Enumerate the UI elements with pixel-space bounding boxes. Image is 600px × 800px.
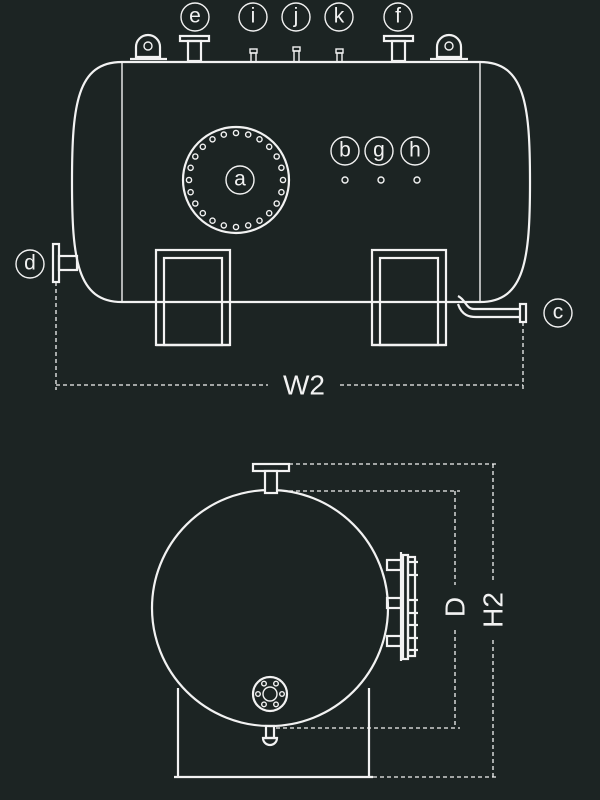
manway-bolt-hole bbox=[244, 131, 252, 138]
nozzle-k-coupling bbox=[335, 48, 344, 63]
d-label: D bbox=[440, 597, 471, 617]
manway-bolt-hole bbox=[199, 209, 207, 217]
manway-bolt-hole bbox=[278, 188, 285, 196]
svg-text:c: c bbox=[553, 301, 564, 324]
nozzle-j-coupling bbox=[292, 46, 301, 63]
port-h-dot bbox=[413, 176, 421, 184]
nozzle-f-flange bbox=[382, 34, 415, 63]
svg-text:a: a bbox=[234, 168, 246, 191]
manway-a bbox=[181, 125, 291, 235]
lifting-lug-right bbox=[435, 33, 463, 59]
end-view-top-nozzle bbox=[251, 462, 291, 495]
callout-b: b bbox=[330, 136, 360, 166]
manway-bolt-hole bbox=[232, 223, 240, 231]
end-view-bottom-flange bbox=[251, 675, 289, 713]
svg-text:i: i bbox=[251, 5, 256, 28]
flange-bolt-hole bbox=[254, 691, 261, 698]
manway-bolt-hole bbox=[185, 176, 193, 184]
nozzle-i-coupling bbox=[249, 48, 258, 63]
manway-bolt-hole bbox=[278, 164, 285, 172]
manway-bolt-hole bbox=[187, 164, 194, 172]
manway-bolt-hole bbox=[279, 176, 287, 184]
callout-h: h bbox=[400, 136, 430, 166]
manway-bolt-hole bbox=[244, 222, 252, 229]
callout-f: f bbox=[383, 2, 413, 32]
svg-text:g: g bbox=[373, 139, 385, 162]
svg-text:e: e bbox=[189, 5, 201, 28]
lifting-lug-left bbox=[134, 33, 162, 59]
h2-dimension: H2 bbox=[289, 463, 509, 778]
callout-g: g bbox=[364, 136, 394, 166]
manway-bolt-hole bbox=[273, 153, 281, 160]
manway-bolt-hole bbox=[265, 143, 273, 151]
nozzle-e-flange bbox=[178, 34, 211, 63]
manway-bolt-hole bbox=[256, 217, 263, 224]
end-view-drain-nozzle bbox=[261, 724, 279, 747]
end-view: D H2 bbox=[150, 462, 509, 779]
manway-bolt-hole bbox=[220, 131, 228, 138]
svg-text:j: j bbox=[293, 5, 299, 28]
callout-i: i bbox=[238, 2, 268, 32]
manway-bolt-hole bbox=[199, 143, 207, 151]
callout-d: d bbox=[15, 249, 45, 279]
saddle-right bbox=[370, 248, 448, 347]
end-view-saddle bbox=[174, 688, 373, 779]
manway-bolt-hole bbox=[273, 200, 281, 207]
manway-bolt-hole bbox=[220, 222, 228, 229]
callout-a: a bbox=[225, 165, 255, 195]
manway-bolt-hole bbox=[256, 135, 263, 143]
vessel-shell bbox=[70, 60, 532, 304]
flange-bolt-hole bbox=[261, 680, 268, 687]
manway-bolt-hole bbox=[265, 209, 273, 217]
manway-bolt-hole bbox=[209, 135, 216, 143]
w2-dimension: W2 bbox=[55, 282, 524, 401]
manway-bolt-hole bbox=[232, 129, 240, 137]
w2-label: W2 bbox=[283, 370, 325, 401]
saddle-left bbox=[154, 248, 232, 347]
manway-bolt-hole bbox=[191, 153, 199, 160]
flange-bolt-hole bbox=[279, 691, 286, 698]
callout-e: e bbox=[180, 2, 210, 32]
d-dimension: D bbox=[276, 490, 471, 729]
nozzle-d-flange bbox=[51, 242, 79, 284]
svg-text:d: d bbox=[24, 252, 36, 275]
callout-j: j bbox=[281, 2, 311, 32]
port-g-dot bbox=[377, 176, 385, 184]
flange-bolt-hole bbox=[273, 701, 280, 708]
manway-bolt-hole bbox=[191, 200, 199, 207]
callout-c: c bbox=[543, 298, 573, 328]
callout-k: k bbox=[324, 2, 354, 32]
end-view-side-nozzles bbox=[385, 552, 418, 661]
flange-bolt-hole bbox=[273, 680, 280, 687]
side-view: W2 a b g h e i j bbox=[15, 2, 573, 401]
svg-text:f: f bbox=[395, 5, 401, 28]
port-b-dot bbox=[341, 176, 349, 184]
svg-text:b: b bbox=[339, 139, 351, 162]
manway-bolt-hole bbox=[187, 188, 194, 196]
manway-bolt-hole bbox=[209, 217, 216, 224]
flange-bolt-hole bbox=[261, 701, 268, 708]
h2-label: H2 bbox=[478, 592, 509, 628]
svg-text:k: k bbox=[334, 5, 345, 28]
svg-text:h: h bbox=[409, 139, 421, 162]
